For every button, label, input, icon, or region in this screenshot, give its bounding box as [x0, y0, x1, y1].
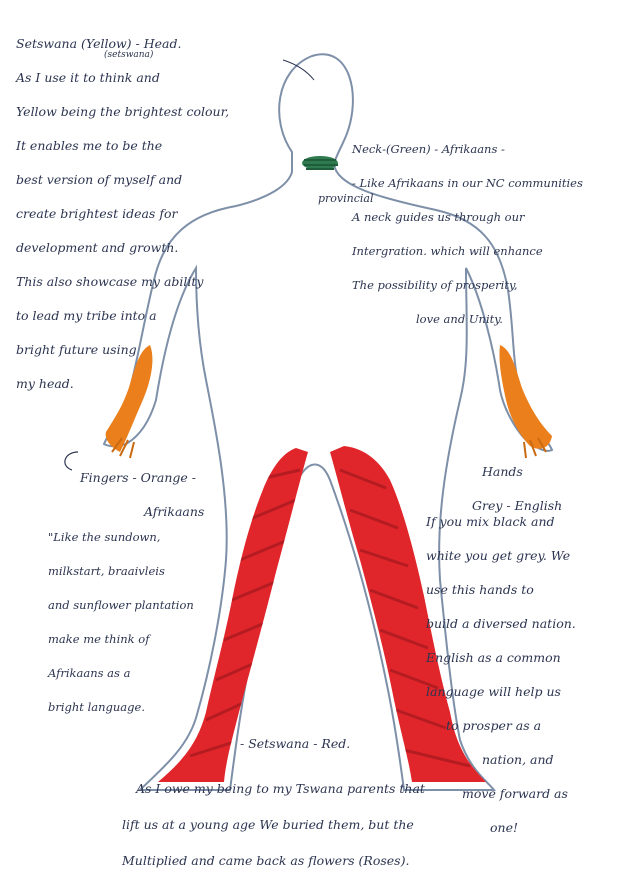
head-note-line-7: This also showcase my ability	[16, 273, 286, 290]
head-note-line-8: to lead my tribe into a	[16, 307, 286, 324]
fingers-note-line-3: and sunflower plantation	[48, 597, 258, 614]
fingers-pointer-mark	[65, 452, 78, 470]
hands-note-line-7: to prosper as a	[426, 717, 640, 734]
legs-note: As I owe my being to my Tswana parents t…	[122, 762, 592, 888]
head-note: Setswana (Yellow) - Head. As I use it to…	[16, 18, 286, 409]
head-note-line-5: create brightest ideas for	[16, 205, 286, 222]
head-note-insert: (setswana)	[104, 50, 153, 60]
hands-note-line-3: use this hands to	[426, 581, 640, 598]
hands-note-title-line-1: Hands	[472, 463, 632, 480]
hands-note-line-4: build a diversed nation.	[426, 615, 640, 632]
fingers-note: "Like the sundown, milkstart, braaivleis…	[48, 512, 258, 733]
head-note-line-3: It enables me to be the	[16, 137, 286, 154]
fingers-note-line-4: make me think of	[48, 631, 258, 648]
neck-green-fill	[302, 156, 338, 170]
fingers-note-line-1: "Like the sundown,	[48, 529, 258, 546]
fingers-note-line-5: Afrikaans as a	[48, 665, 258, 682]
hands-note-line-1: If you mix black and	[426, 513, 640, 530]
head-note-line-6: development and growth.	[16, 239, 286, 256]
fingers-note-line-6: bright language.	[48, 699, 258, 716]
head-note-line-10: my head.	[16, 375, 286, 392]
hands-note-line-2: white you get grey. We	[426, 547, 640, 564]
neck-note-line-5: The possibility of prosperity,	[352, 277, 642, 294]
neck-note-line-6: love and Unity.	[352, 311, 642, 328]
neck-note-side-word: provincial	[318, 192, 374, 205]
neck-note-line-2: - Like Afrikaans in our NC communities	[352, 175, 642, 192]
head-note-line-1: As I use it to think and	[16, 69, 286, 86]
hands-note-line-5: English as a common	[426, 649, 640, 666]
fingers-note-line-2: milkstart, braaivleis	[48, 563, 258, 580]
right-hand-orange-fill	[499, 345, 552, 458]
neck-note-line-4: Intergration. which will enhance	[352, 243, 642, 260]
legs-note-line-1: As I owe my being to my Tswana parents t…	[122, 780, 592, 798]
hands-note-line-6: language will help us	[426, 683, 640, 700]
legs-note-line-2: lift us at a young age We buried them, b…	[122, 816, 592, 834]
head-note-line-9: bright future using	[16, 341, 286, 358]
head-note-line-4: best version of myself and	[16, 171, 286, 188]
neck-note-line-3: A neck guides us through our	[352, 209, 642, 226]
fingers-note-title-line-1: Fingers - Orange -	[80, 469, 280, 486]
neck-note-line-1: Neck-(Green) - Afrikaans -	[352, 141, 642, 158]
neck-note: Neck-(Green) - Afrikaans - - Like Afrika…	[352, 124, 642, 345]
legs-note-line-3: Multiplied and came back as flowers (Ros…	[122, 852, 592, 870]
head-note-line-2: Yellow being the brightest colour,	[16, 103, 286, 120]
legs-note-title: - Setswana - Red.	[240, 736, 350, 751]
